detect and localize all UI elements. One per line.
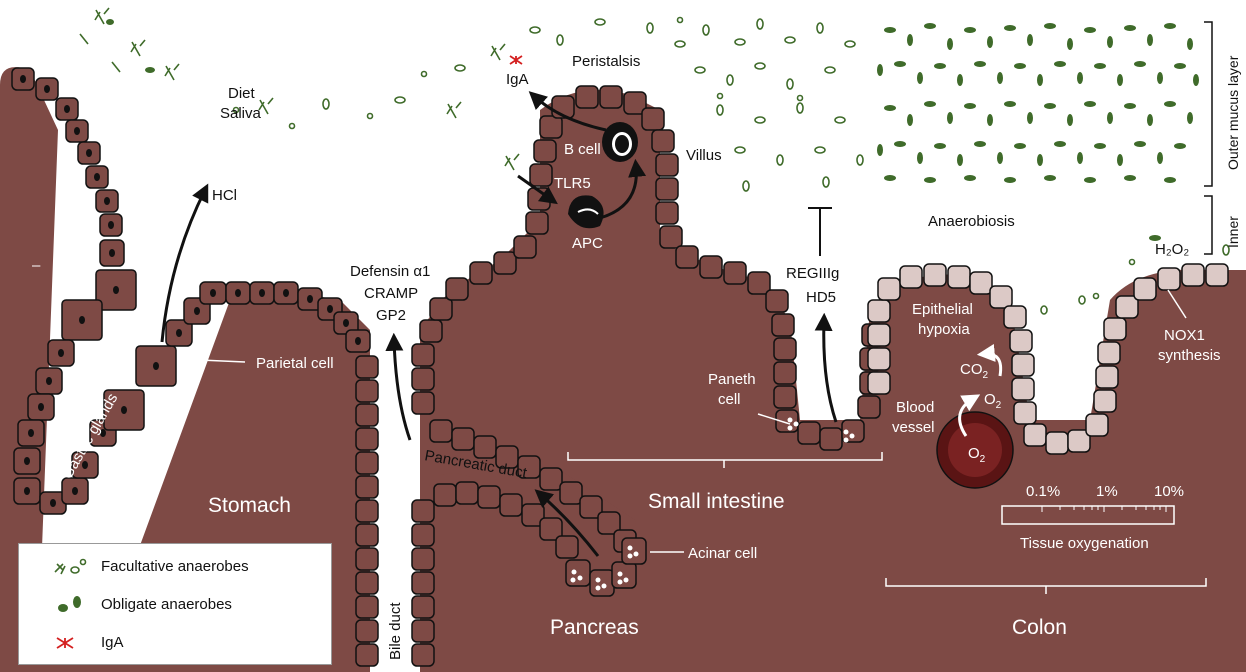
label-b-cell: B cell [564, 141, 601, 158]
label-blood-2: vessel [892, 419, 935, 436]
label-anaerobiosis: Anaerobiosis [928, 213, 1015, 230]
regiii-arrow [824, 320, 836, 422]
defensin-arrow [394, 340, 410, 440]
legend-obligate-label: Obligate anaerobes [101, 596, 232, 613]
label-peristalsis: Peristalsis [572, 53, 640, 70]
legend-iga-label: IgA [101, 634, 124, 651]
label-paneth-1: Paneth [708, 371, 756, 388]
label-gp2: GP2 [376, 307, 406, 324]
anaerobiosis-inhibition [808, 208, 832, 256]
label-epithelial-2: hypoxia [918, 321, 970, 338]
label-inner: Inner [1225, 216, 1241, 248]
brackets [1204, 22, 1212, 254]
label-epithelial-1: Epithelial [912, 301, 973, 318]
label-outer-mucus: Outer mucus layer [1225, 55, 1241, 170]
legend-row-iga: IgA [19, 628, 331, 658]
legend: Facultative anaerobes Obligate anaerobes… [18, 543, 332, 665]
label-regiii: REGIIIg [786, 265, 839, 282]
label-nox1-1: NOX1 [1164, 327, 1205, 344]
oxygen-caption: Tissue oxygenation [1020, 535, 1149, 552]
label-defensin: Defensin α1 [350, 263, 430, 280]
label-diet: Diet [228, 85, 256, 102]
facultative-anaerobes-icon [49, 554, 93, 580]
label-hd5: HD5 [806, 289, 836, 306]
oxygen-tick-2: 10% [1154, 483, 1184, 500]
label-blood-1: Blood [896, 399, 934, 416]
label-tlr5: TLR5 [554, 175, 591, 192]
iga-marks [510, 56, 522, 64]
label-h2o2: H₂O₂ [1155, 241, 1189, 258]
label-villus: Villus [686, 147, 722, 164]
label-small-intestine: Small intestine [648, 490, 785, 513]
label-bile-duct: Bile duct [387, 602, 404, 660]
legend-facultative-label: Facultative anaerobes [101, 558, 249, 575]
legend-row-facultative: Facultative anaerobes [19, 552, 331, 582]
label-nox1-2: synthesis [1158, 347, 1221, 364]
label-saliva: Saliva [220, 105, 262, 122]
label-parietal-cell: Parietal cell [256, 355, 334, 372]
oxygen-tick-1: 1% [1096, 483, 1118, 500]
label-apc: APC [572, 235, 603, 252]
obligate-anaerobes-icon [49, 592, 93, 618]
legend-row-obligate: Obligate anaerobes [19, 590, 331, 620]
label-hcl: HCl [212, 187, 237, 204]
iga-icon [49, 630, 93, 656]
label-dash: – [32, 257, 41, 274]
label-acinar-cell: Acinar cell [688, 545, 757, 562]
label-paneth-2: cell [718, 391, 741, 408]
label-crypt: Crypt [1046, 399, 1083, 416]
label-stomach: Stomach [208, 494, 291, 517]
facultative-anaerobes-flagellated [80, 8, 519, 170]
label-colon: Colon [1012, 616, 1067, 639]
oxygen-tick-0: 0.1% [1026, 483, 1060, 500]
label-cramp: CRAMP [364, 285, 418, 302]
label-pancreas: Pancreas [550, 616, 639, 639]
label-iga-top: IgA [506, 71, 529, 88]
